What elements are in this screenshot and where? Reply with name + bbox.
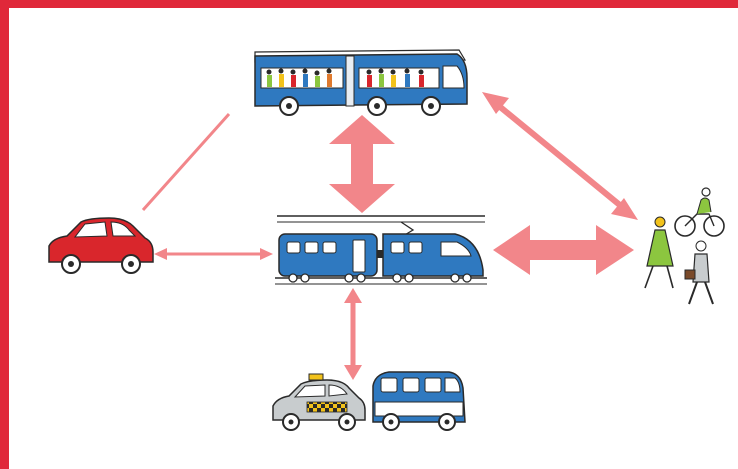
commuter-train-icon — [275, 215, 487, 285]
pedestrian-woman-icon — [644, 216, 674, 289]
transport-network-diagram — [48, 49, 725, 431]
connector-car-train-arrow — [154, 248, 273, 260]
taxi-icon — [272, 373, 366, 431]
connectors — [141, 92, 638, 380]
pedestrians-and-cyclist-icon — [644, 187, 725, 305]
articulated-tram-icon — [254, 49, 468, 116]
connector-tram-train-arrow — [329, 115, 395, 213]
cyclist-icon — [674, 187, 725, 237]
connector-tram-active-arrow — [482, 92, 638, 220]
pedestrian-man-icon — [684, 240, 714, 305]
connector-train-active-arrow — [493, 225, 634, 275]
private-car-icon — [48, 217, 154, 274]
connector-train-shared-arrow — [344, 288, 362, 380]
connector-tram-car-line — [141, 112, 231, 212]
tram-passengers — [266, 68, 424, 87]
taxi-and-minibus-icon — [272, 371, 466, 431]
minibus-icon — [372, 371, 466, 431]
